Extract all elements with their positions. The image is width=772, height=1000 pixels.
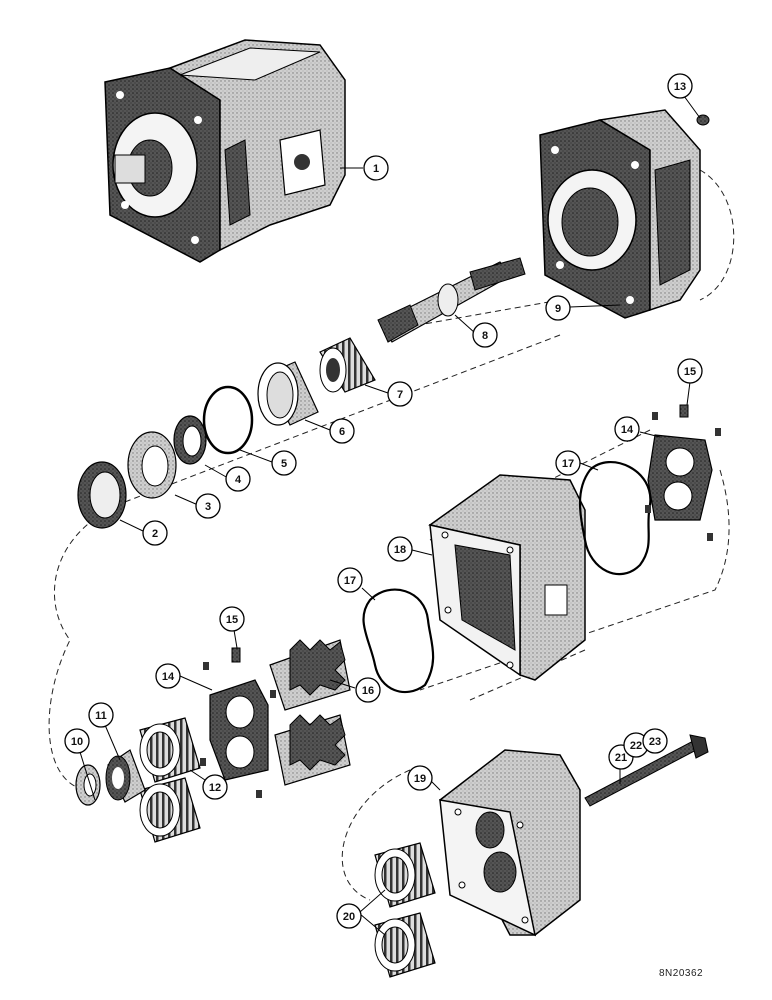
svg-text:3: 3 (205, 501, 211, 513)
svg-text:23: 23 (649, 736, 661, 748)
gasket-lower-part (362, 588, 435, 694)
callout-4: 4 (225, 466, 251, 492)
callout-3: 3 (195, 493, 221, 519)
svg-text:10: 10 (71, 736, 83, 748)
pin-lower-part (231, 647, 241, 663)
callout-8: 8 (472, 322, 498, 348)
callout-12: 12 (202, 774, 228, 800)
callout-16: 16 (355, 677, 381, 703)
callout-10: 10 (64, 728, 90, 754)
callout-1: 1 (363, 155, 389, 181)
leader-lines (79, 95, 701, 936)
callout-22: 22 (623, 732, 649, 758)
svg-text:4: 4 (235, 474, 242, 486)
gears-part (269, 639, 351, 786)
drive-shaft-part (377, 257, 526, 343)
callout-17-lower: 17 (337, 567, 363, 593)
callout-11: 11 (88, 702, 114, 728)
pump-assembly-part (104, 39, 346, 263)
svg-text:16: 16 (362, 685, 374, 697)
callout-14-lower: 14 (155, 663, 181, 689)
dowel-upper-1 (652, 412, 658, 420)
dowel-lower-3 (200, 758, 206, 766)
svg-text:14: 14 (621, 424, 634, 436)
callout-14-upper: 14 (614, 416, 640, 442)
svg-text:12: 12 (209, 782, 221, 794)
end-cover-part (439, 749, 581, 937)
svg-text:14: 14 (162, 671, 175, 683)
svg-text:20: 20 (343, 911, 355, 923)
seal-ring-part (77, 461, 127, 529)
callout-2: 2 (142, 520, 168, 546)
svg-text:6: 6 (339, 426, 345, 438)
svg-text:17: 17 (344, 575, 356, 587)
svg-text:17: 17 (562, 458, 574, 470)
svg-text:8: 8 (482, 330, 488, 342)
dowel-lower-1 (203, 662, 209, 670)
cap-part (105, 749, 146, 803)
pin-upper-part (679, 404, 689, 418)
svg-text:11: 11 (95, 710, 107, 722)
wear-plate-lower-part (209, 679, 269, 781)
callout-7: 7 (387, 381, 413, 407)
callout-23: 23 (642, 728, 668, 754)
gasket-upper-part (578, 460, 652, 576)
svg-text:1: 1 (373, 163, 379, 175)
callout-13: 13 (667, 73, 693, 99)
svg-text:22: 22 (630, 740, 642, 752)
svg-text:15: 15 (684, 366, 696, 378)
washer-part (75, 764, 101, 806)
callout-19: 19 (407, 765, 433, 791)
o-ring-part (202, 385, 254, 455)
svg-text:7: 7 (397, 389, 403, 401)
callout-5: 5 (271, 450, 297, 476)
callout-15-lower: 15 (219, 606, 245, 632)
callout-15-upper: 15 (677, 358, 703, 384)
bearing-cup-part (257, 361, 319, 426)
callout-6: 6 (329, 418, 355, 444)
wear-plate-upper-part (647, 434, 713, 521)
bearing-cone-part (319, 337, 376, 393)
svg-text:21: 21 (615, 752, 627, 764)
svg-text:19: 19 (414, 773, 426, 785)
svg-text:9: 9 (555, 303, 561, 315)
svg-text:5: 5 (281, 458, 287, 470)
svg-text:15: 15 (226, 614, 238, 626)
oil-seal-part (173, 415, 207, 465)
mounting-flange-part (539, 109, 701, 319)
dowel-lower-2 (270, 690, 276, 698)
callout-17-upper: 17 (555, 450, 581, 476)
callout-18: 18 (387, 536, 413, 562)
dowel-upper-4 (707, 533, 713, 541)
gear-housing-part (428, 474, 586, 681)
dowel-upper-3 (645, 505, 651, 513)
svg-text:2: 2 (152, 528, 158, 540)
dowel-lower-4 (256, 790, 262, 798)
needle-bearing-part (139, 717, 201, 843)
callout-9: 9 (545, 295, 571, 321)
drawing-number: 8N20362 (659, 968, 704, 979)
svg-text:13: 13 (674, 81, 686, 93)
svg-text:18: 18 (394, 544, 406, 556)
needle-bearings-part (374, 842, 436, 978)
callout-20: 20 (336, 903, 362, 929)
retainer-part (127, 431, 177, 499)
dowel-upper-2 (715, 428, 721, 436)
bolt-part (584, 734, 709, 807)
